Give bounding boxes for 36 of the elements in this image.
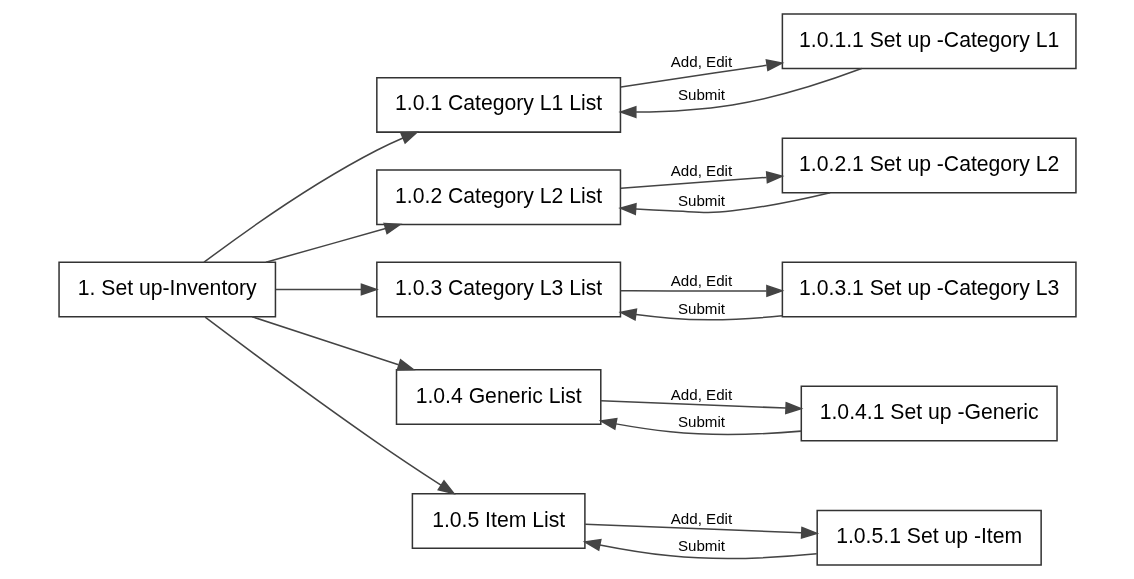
arrow (274, 283, 379, 296)
edge-label: Submit (677, 192, 725, 210)
arrow (598, 417, 802, 436)
arrow (203, 316, 456, 495)
node-box: 1. Set up-Inventory (57, 261, 276, 318)
arrow (618, 308, 783, 321)
node-box: 1.0.1.1 Set up -Category L1 (781, 13, 1077, 70)
node-box: 1.0.4.1 Set up -Generic (800, 385, 1058, 442)
arrow (264, 222, 402, 263)
arrow (599, 400, 803, 415)
edge-label: Add, Edit (670, 510, 732, 528)
edge-label: Add, Edit (670, 53, 732, 71)
edge-label: Submit (677, 537, 725, 555)
node-box: 1.0.1 Category L1 List (375, 76, 621, 133)
arrow (619, 171, 784, 189)
arrow (202, 131, 419, 263)
node-box: 1.0.5 Item List (411, 493, 586, 549)
edge-label: Submit (677, 413, 725, 431)
arrow (617, 67, 862, 119)
node-box: 1.0.2.1 Set up -Category L2 (781, 137, 1077, 194)
arrow (250, 316, 416, 371)
edge-label: Add, Edit (670, 385, 732, 403)
edge-label: Add, Edit (670, 272, 732, 290)
arrow (619, 59, 784, 88)
node-box: 1.0.5.1 Set up -Item (815, 509, 1042, 566)
node-box: 1.0.4 Generic List (395, 368, 602, 425)
node-box: 1.0.3.1 Set up -Category L3 (781, 261, 1077, 318)
arrow (617, 191, 831, 216)
node-box: 1.0.2 Category L2 List (375, 169, 621, 226)
arrow (583, 523, 819, 540)
arrow (582, 538, 817, 560)
node-box: 1.0.3 Category L3 List (375, 261, 621, 318)
edge-label: Submit (677, 86, 725, 104)
arrow (619, 284, 784, 298)
edge-label: Add, Edit (670, 162, 732, 180)
edge-label: Submit (677, 299, 725, 317)
